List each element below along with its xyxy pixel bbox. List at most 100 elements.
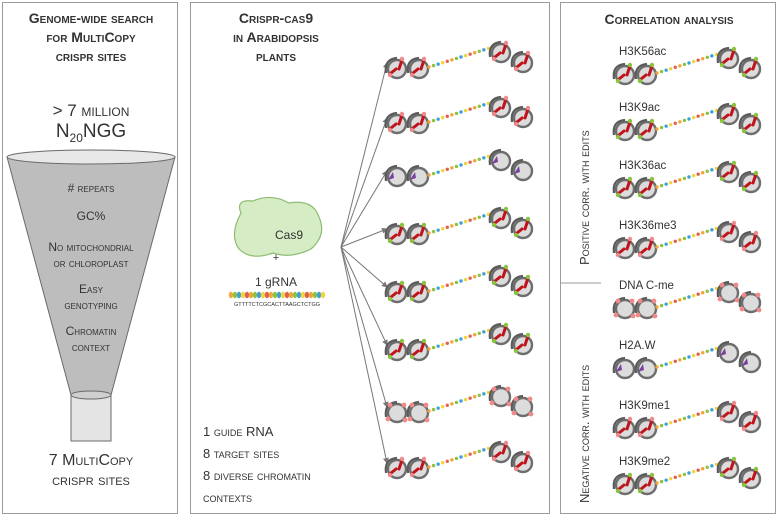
linker-bead [673, 475, 677, 479]
modification-dot [753, 170, 759, 176]
dna-wrap [612, 176, 626, 194]
modification-dot [731, 46, 737, 52]
modification-dot [741, 482, 747, 488]
linker-bead [696, 352, 700, 356]
grna-nucleotide [236, 291, 242, 299]
linker-bead [450, 282, 454, 286]
linker-bead [710, 288, 714, 292]
grna-nucleotide [316, 291, 322, 299]
linker-bead [705, 349, 709, 353]
linker-bead [482, 330, 486, 334]
linker-bead [655, 365, 659, 369]
modification-dot [719, 176, 725, 182]
linker-bead [477, 157, 481, 161]
modification-dot [525, 105, 531, 111]
linker-bead [450, 58, 454, 62]
filter-genotyping: Easy genotyping [3, 281, 179, 313]
linker-bead [655, 245, 659, 249]
histone-tail [389, 113, 404, 130]
grna-nucleotide [276, 291, 282, 299]
methyl-dot [489, 400, 495, 406]
grna-nucleotide [256, 291, 262, 299]
methyl-dot [613, 312, 619, 318]
modification-dot [513, 232, 519, 238]
linker-bead [482, 48, 486, 52]
linker-bead [454, 456, 459, 461]
grna-nucleotide [248, 291, 254, 299]
methyl-dot [651, 298, 657, 304]
dna-wrap [384, 456, 398, 474]
linker-bead [436, 406, 440, 410]
filter-chromatin-line2: context [71, 340, 111, 354]
modification-dot [627, 472, 633, 478]
linker-bead [468, 107, 472, 111]
linker-bead [678, 238, 682, 242]
linker-bead [445, 283, 449, 287]
linker-bead [454, 400, 459, 405]
methyl-dot [424, 417, 430, 423]
histone-tail [617, 120, 632, 137]
linker-bead [477, 49, 481, 53]
nucleosome [386, 402, 408, 424]
dna-wrap [488, 148, 502, 166]
histone-tail [411, 282, 426, 299]
histone-tail [639, 120, 654, 137]
modification-dot [503, 322, 509, 328]
grna-nucleotide [292, 291, 298, 299]
histone-tail [743, 412, 758, 429]
modification-dot [627, 176, 633, 182]
filter-genotyping-line1: Easy [78, 282, 103, 296]
modification-dot [513, 348, 519, 354]
h2aw-variant [410, 172, 416, 180]
modification-dot [637, 432, 643, 438]
crispr-panel-title: Crispr-cas9 in Arabidopsis plants [201, 9, 351, 66]
modification-dot [421, 280, 427, 286]
methyl-dot [635, 312, 641, 318]
histone-tail [515, 452, 530, 469]
histone-tail [389, 58, 404, 75]
histone-tail [617, 474, 632, 491]
linker-bead [655, 127, 659, 131]
grna-sequence: GTTTTCTCGCACTTAAGCTCTGG [234, 302, 320, 308]
linker-bead [473, 159, 477, 163]
modification-dot [753, 56, 759, 62]
modification-dot [399, 222, 405, 228]
dna-wrap [488, 206, 502, 224]
histone-tail [639, 238, 654, 255]
dna-wrap [716, 400, 730, 418]
linker-bead [687, 61, 691, 65]
dna-wrap [406, 400, 420, 418]
arrow [340, 117, 389, 248]
modification-dot [491, 456, 497, 462]
grna-nucleotide [240, 291, 246, 299]
linker-bead [705, 55, 709, 59]
dna-wrap [488, 40, 502, 58]
histone-tail [639, 474, 654, 491]
linker-bead [468, 334, 472, 338]
linker-bead [678, 178, 682, 182]
methyl-dot [387, 402, 393, 408]
methyl-dot [402, 417, 408, 423]
grna-nucleotide [252, 291, 258, 299]
linker-bead [682, 236, 687, 241]
filter-chromatin: Chromatin context [3, 323, 179, 355]
modification-dot [491, 280, 497, 286]
dna-wrap [406, 111, 420, 129]
linker-bead [669, 181, 673, 185]
linker-bead [454, 111, 459, 116]
linker-bead [463, 335, 468, 340]
linker-bead [669, 421, 673, 425]
linker-bead [427, 289, 431, 293]
methyl-dot [719, 282, 725, 288]
modification-dot [491, 56, 497, 62]
linker-bead [482, 214, 486, 218]
crispr-panel: Crispr-cas9 in Arabidopsis plants Cas9 +… [190, 2, 550, 514]
linker-bead [473, 451, 477, 455]
cas9-label: Cas9 [275, 228, 303, 242]
modification-dot [409, 127, 415, 133]
linker-bead [691, 353, 696, 358]
linker-bead [441, 405, 445, 409]
modification-dot [719, 236, 725, 242]
linker-bead [710, 110, 714, 114]
linker-bead [477, 215, 481, 219]
